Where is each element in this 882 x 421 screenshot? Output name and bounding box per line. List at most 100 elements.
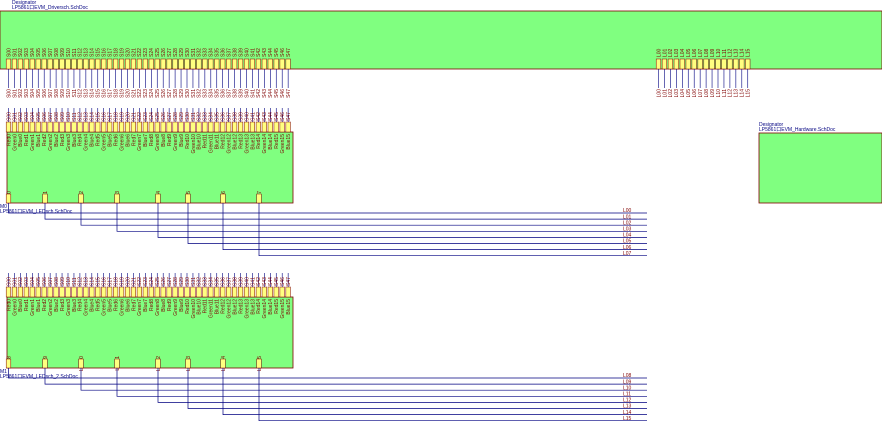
driver-net-s11: S11: [72, 89, 78, 98]
led0-bus-l06: [222, 203, 647, 250]
led0-port-s25: [154, 121, 160, 133]
led0-pin-green0: Green0: [12, 134, 18, 151]
led0-pin-blue0: Blue0: [18, 134, 24, 147]
led1-port-s16: [101, 286, 107, 298]
hardware-designator-label: Designator: [759, 122, 784, 128]
driver-sheet-symbol[interactable]: Designator LP5861口EVM_Driversch.SchDoc S…: [0, 0, 882, 98]
led1-net-s02: S02: [18, 277, 24, 286]
led0-bus-l02: [80, 203, 647, 226]
led0-pin-green10: Green10: [191, 134, 197, 154]
driver-net-s15: S15: [96, 89, 102, 98]
led1-pin-red2: Red2: [42, 299, 48, 311]
led1-port-s40: [243, 286, 250, 298]
led1-net-s21: S21: [131, 277, 137, 286]
driver-port-s03: [23, 58, 29, 70]
led0-line-port-line2: [78, 193, 84, 204]
generated-schematic-elements: S00Red0S01Green0S02Blue0S03Red1S04Green1…: [5, 108, 647, 421]
led0-port-s02: [17, 121, 23, 133]
driver-port-label-s28: S28: [173, 48, 179, 57]
led0-pin-red13: Red13: [238, 134, 244, 149]
driver-port-label-s43: S43: [262, 48, 268, 57]
hardware-sheet-symbol[interactable]: Designator LP5861口EVM_Hardware.SchDoc: [758, 122, 882, 204]
driver-port-s27: [166, 58, 172, 70]
driver-port-label-l06: L06: [692, 48, 698, 57]
led0-net-s25: S25: [155, 112, 161, 121]
driver-port-l13: [733, 58, 739, 70]
led1-port-s43: [261, 286, 267, 298]
driver-port-label-s29: S29: [179, 48, 185, 57]
driver-port-label-s16: S16: [102, 48, 108, 57]
driver-net-s45: S45: [274, 89, 280, 98]
led0-pin-red0: Red0: [6, 134, 12, 146]
led0-pin-green11: Green11: [209, 134, 215, 153]
led0-line-port-line0: [5, 193, 12, 204]
driver-port-s40: [243, 58, 250, 70]
led0-port-s17: [107, 121, 113, 133]
led0-pin-blue4: Blue4: [90, 134, 96, 147]
led1-port-s04: [29, 286, 35, 298]
driver-port-label-s04: S04: [30, 48, 36, 57]
led0-net-s39: S39: [238, 112, 244, 121]
led1-bus-l09: [44, 368, 647, 385]
driver-net-l06: L06: [692, 89, 698, 98]
led0-pin-blue5: Blue5: [107, 134, 113, 147]
driver-net-l11: L11: [722, 89, 728, 97]
led1-net-s46: S46: [280, 277, 286, 286]
led-sheet-m0[interactable]: M0 LP5861口EVM_LEDsch.SchDoc: [0, 131, 294, 215]
driver-port-label-l10: L10: [716, 48, 722, 57]
led0-net-s36: S36: [221, 112, 227, 121]
driver-port-s09: [59, 58, 65, 70]
driver-port-label-l05: L05: [686, 48, 692, 57]
led1-port-s42: [255, 286, 261, 298]
led1-pin-blue12: Blue12: [232, 299, 238, 315]
led-sheet-m1[interactable]: M1 LP5861口EVM_LEDsch_2.SchDoc: [0, 296, 294, 380]
led1-pin-red6: Red6: [113, 299, 119, 311]
led1-net-s31: S31: [191, 277, 197, 286]
led1-pin-green12: Green12: [226, 299, 232, 319]
led0-port-s31: [190, 121, 196, 133]
led-sheet-m1-body[interactable]: [6, 296, 294, 369]
driver-net-s39: S39: [238, 89, 244, 98]
driver-net-l15: L15: [746, 89, 752, 98]
driver-port-s00: [5, 58, 12, 70]
led-sheet-m0-body[interactable]: [6, 131, 294, 204]
led1-pin-green10: Green10: [191, 299, 197, 319]
led1-net-s16: S16: [102, 277, 108, 286]
led0-pin-blue10: Blue10: [197, 134, 203, 150]
led0-net-s33: S33: [203, 112, 209, 121]
led1-pin-green9: Green9: [173, 299, 179, 316]
led0-net-s12: S12: [78, 112, 84, 121]
led0-bus-l07: [258, 203, 647, 257]
driver-sheet-file: LP5861口EVM_Driversch.SchDoc: [12, 5, 88, 11]
led1-line-port-line8: [5, 358, 12, 369]
led1-pin-red13: Red13: [238, 299, 244, 314]
driver-port-label-l08: L08: [704, 48, 710, 57]
driver-net-s38: S38: [232, 89, 238, 98]
driver-net-s35: S35: [215, 89, 221, 98]
led1-pin-blue15: Blue15: [286, 299, 292, 315]
led1-net-s07: S07: [48, 277, 54, 286]
driver-net-s30: S30: [185, 89, 191, 98]
led0-pin-red7: Red7: [131, 134, 137, 146]
led0-bus-label-l02: L02: [623, 220, 632, 226]
led1-pin-green8: Green8: [155, 299, 161, 316]
hardware-sheet-body[interactable]: [758, 132, 882, 204]
led1-pin-green2: Green2: [48, 299, 54, 316]
led1-port-s26: [160, 286, 166, 298]
led0-net-s08: S08: [54, 112, 60, 121]
driver-port-l09: [709, 58, 715, 70]
led0-net-s26: S26: [161, 112, 167, 121]
driver-port-label-s31: S31: [191, 48, 197, 57]
driver-port-label-s13: S13: [84, 48, 90, 57]
led0-net-s43: S43: [262, 112, 268, 121]
driver-port-label-l12: L12: [728, 48, 734, 57]
led1-line-port-line11: [114, 358, 120, 369]
driver-port-label-s09: S09: [60, 48, 66, 57]
led0-port-s11: [71, 121, 77, 133]
driver-net-s16: S16: [102, 89, 108, 98]
led1-port-s28: [172, 286, 178, 298]
led0-pin-green9: Green9: [173, 134, 179, 151]
led1-net-s00: S00: [6, 277, 12, 286]
driver-net-s19: S19: [119, 89, 125, 98]
